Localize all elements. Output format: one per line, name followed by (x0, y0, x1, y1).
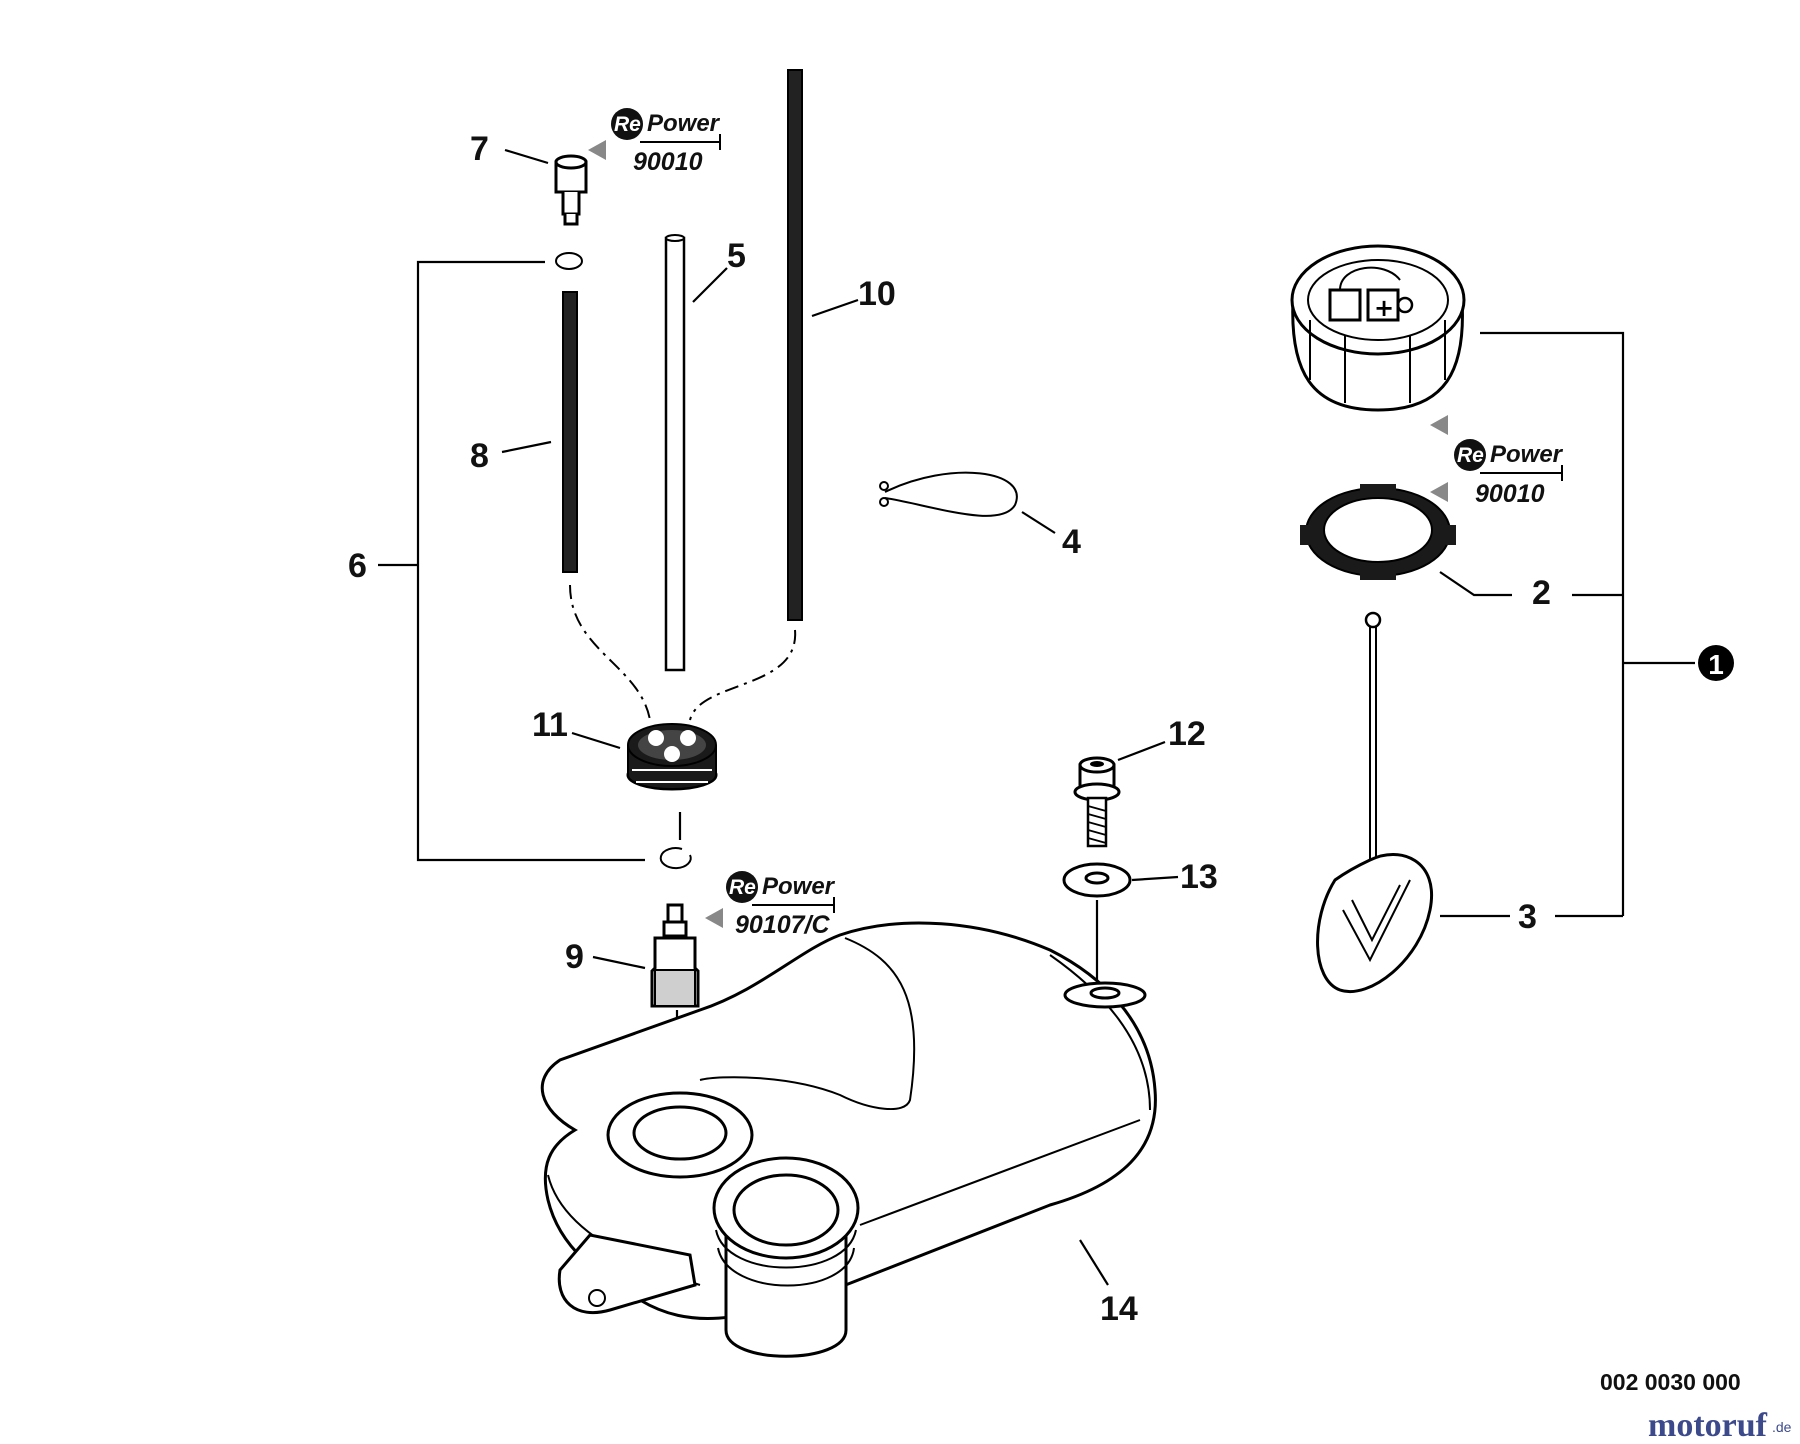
callout-6: 6 (348, 547, 367, 585)
callout-14: 14 (1100, 1290, 1138, 1328)
callout-13: 13 (1180, 858, 1218, 896)
arrow-icon (705, 908, 723, 928)
callout-7: 7 (470, 130, 489, 168)
arrow-icon (1430, 415, 1448, 435)
clip-ring-top (555, 252, 583, 270)
callout-4: 4 (1062, 523, 1081, 561)
leader-7 (504, 148, 549, 165)
part-9-filter (650, 903, 700, 1008)
part-12-screw (1073, 756, 1121, 848)
callout-2: 2 (1532, 574, 1551, 612)
arrow-icon (588, 140, 606, 160)
part-14-fuel-tank (540, 921, 1157, 1358)
part-8-hose (562, 291, 578, 573)
repower-logo-icon (726, 871, 758, 903)
leader-4 (1021, 511, 1056, 534)
part-7-fitting (554, 154, 588, 226)
leader-5 (692, 267, 728, 303)
svg-text:90107/C: 90107/C (735, 911, 830, 939)
part-5-tube (664, 236, 686, 672)
repower-badge-c: Re Power 90107/C (705, 871, 836, 939)
part-3-retainer (1316, 611, 1433, 993)
part-4-strap (879, 471, 1018, 517)
repower-badge-b: Re Power 90010 (1430, 415, 1564, 508)
svg-text:Power: Power (762, 873, 836, 900)
fuel-pump-icon (1328, 288, 1362, 322)
leader-10 (811, 298, 859, 318)
callout-12: 12 (1168, 715, 1206, 753)
part-11-grommet (626, 723, 718, 791)
svg-text:Power: Power (1490, 441, 1564, 468)
callout-10: 10 (858, 275, 896, 313)
assembly-line-10 (689, 629, 797, 721)
fuel-cap: + (1290, 244, 1466, 412)
svg-text:Power: Power (647, 110, 721, 137)
part-13-washer (1062, 862, 1132, 898)
svg-text:motoruf: motoruf (1648, 1407, 1768, 1444)
leader-12 (1117, 740, 1166, 762)
svg-text:+: + (1374, 294, 1394, 322)
bracket-1 (1480, 331, 1625, 916)
bracket-6 (416, 260, 645, 862)
diagram-reference: 002 0030 000 (1600, 1369, 1741, 1395)
repower-logo-icon (1454, 439, 1486, 471)
callout-8: 8 (470, 437, 489, 475)
leader-2 (1439, 571, 1512, 597)
callout-11: 11 (532, 706, 568, 744)
part-2-gasket (1300, 484, 1456, 580)
svg-text:Re: Re (1457, 444, 1484, 467)
leader-13 (1131, 875, 1179, 882)
repower-badge-a: Re Power 90010 (588, 108, 721, 176)
callout-1-badge: 1 (1698, 645, 1734, 681)
leader-11 (571, 731, 621, 750)
oil-drop-icon (1396, 296, 1414, 314)
callout-9: 9 (565, 938, 584, 976)
callout-1: 1 (1708, 649, 1724, 680)
leader-14 (1079, 1239, 1109, 1286)
clip-ring-bottom (659, 847, 692, 870)
part-10-hose (787, 69, 803, 621)
repower-logo-icon (611, 108, 643, 140)
watermark: motoruf .de (1648, 1407, 1792, 1444)
svg-text:Re: Re (729, 876, 756, 899)
callout-3: 3 (1518, 898, 1537, 936)
arrow-icon (1430, 482, 1448, 502)
svg-text:90010: 90010 (633, 148, 703, 176)
svg-text:90010: 90010 (1475, 480, 1545, 508)
svg-text:.de: .de (1772, 1419, 1792, 1435)
leader-8 (501, 440, 552, 454)
svg-text:Re: Re (614, 113, 641, 136)
leader-9 (592, 955, 646, 970)
assembly-line-8 (569, 584, 651, 721)
callout-5: 5 (727, 237, 746, 275)
